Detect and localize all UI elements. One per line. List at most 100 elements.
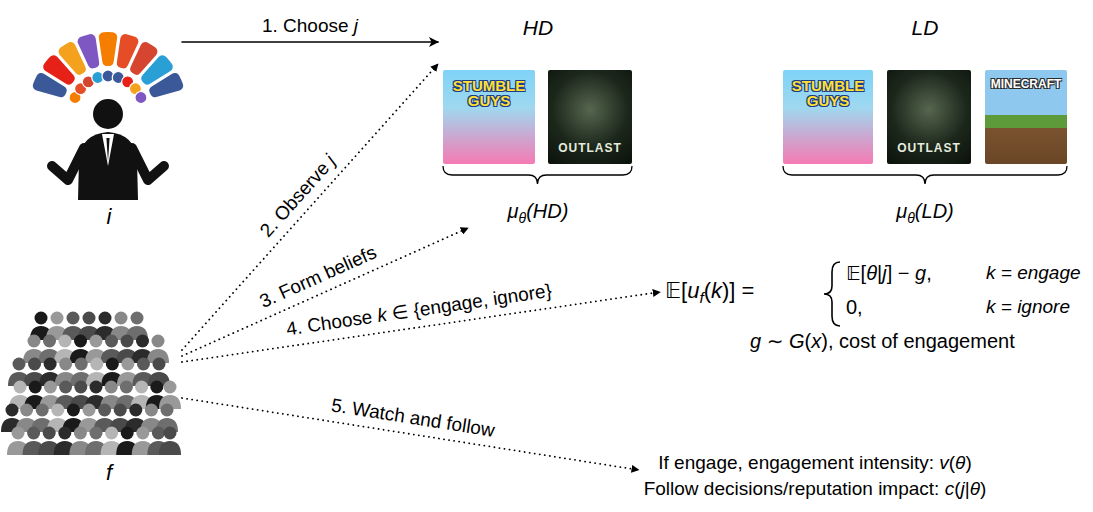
person-head [90,335,103,348]
text-run: (HD) [526,200,568,222]
node-text: 𝔼[θ|j] − g, [846,262,932,285]
text-run: ), cost of engagement [821,330,1014,352]
text-run: x [811,330,821,352]
person-head [164,381,177,394]
game-group: LD μθ(LD) STUMBLE GUYS OUTLAST MINECRAFT [780,12,1070,228]
step-label: 2. Observe j [254,149,343,244]
game-tile: MINECRAFT [985,70,1067,164]
person-head [135,381,148,394]
social-panel [149,73,183,97]
node-text: f [98,460,120,485]
text-run: ∈ {engage, ignore} [385,280,553,325]
node-text: i [98,204,120,229]
node-text: μθ(LD) [780,200,1070,226]
text-run: 1. Choose [262,15,354,36]
node-text: 𝔼[uf(k)] = [665,278,754,307]
game-tile: STUMBLE GUYS [443,70,535,164]
text-run: 0, [846,296,863,318]
person-head [83,312,96,325]
person-head [99,312,112,325]
person-head [105,335,118,348]
person-head [36,404,49,417]
text-run: ) [965,452,971,473]
text-run: ( [949,452,955,473]
text-run: μ [508,200,519,222]
person-head [152,427,165,440]
text-run: ) [980,478,986,499]
presenter-silhouette [52,99,164,200]
text-run: MINECRAFT [991,77,1062,91]
person-head [90,381,103,394]
node-text: 0, [846,296,863,319]
text-run: 3. Form beliefs [257,242,380,312]
node-text: MINECRAFT [985,78,1067,92]
person-head [58,427,71,440]
person-head [67,404,80,417]
text-run: ( [805,330,812,352]
text-run: If engage, engagement intensity: [658,452,939,473]
text-run: STUMBLE GUYS [453,77,526,109]
node-text: k = ignore [986,296,1070,318]
person-head [131,312,144,325]
person-head [75,358,88,371]
person-head [161,404,174,417]
person-head [90,427,103,440]
person-head [105,427,118,440]
person-head [120,381,133,394]
text-run: f [699,289,703,306]
person-head [74,335,87,348]
presenter-tie [106,138,109,162]
text-run: ∼ [761,330,789,352]
text-run: θ [970,478,980,499]
person-head [137,358,150,371]
game-tile: STUMBLE GUYS [783,70,873,164]
person-head [152,335,165,348]
text-run: j [882,262,886,284]
person-head [43,427,56,440]
person-head [67,312,80,325]
presenter-arm [132,148,164,180]
person-head [153,358,166,371]
text-run: OUTLAST [897,141,961,155]
group-title: LD [780,16,1070,40]
person-head [35,312,48,325]
person-head [28,358,41,371]
text-run: 2. Observe [256,154,337,241]
presenter-shirt [102,134,114,166]
person-head [164,427,177,440]
person-head [14,381,27,394]
person-head [136,427,149,440]
presenter-body [78,132,138,200]
person-head [59,381,72,394]
text-run: , [926,262,932,284]
node-text: Follow decisions/reputation impact: c(j|… [644,478,987,500]
dotted-arrow [182,228,468,356]
text-run: μ [896,200,907,222]
person-head [121,335,134,348]
text-run: j [961,478,965,499]
social-media-fan [33,32,183,103]
text-run: k [375,304,387,326]
text-run: f [106,460,112,485]
group-brace [443,166,632,184]
text-run: k = ignore [986,296,1070,317]
game-tile: OUTLAST [887,70,971,164]
text-run: ] − [887,262,915,284]
text-run: θ [907,210,915,226]
text-run: k [711,278,722,303]
social-panel [99,32,117,66]
person-head [129,404,142,417]
person-head [106,358,119,371]
dotted-arrow [182,64,438,350]
group-title: HD [438,16,638,40]
audience-node: f [0,296,182,496]
text-run: v [939,452,949,473]
person-head [28,335,41,348]
game-group: HDμθ(HD)STUMBLE GUYSOUTLAST [438,12,638,228]
person-head [150,381,163,394]
solid-arrow [182,41,438,43]
text-run: ( [954,478,960,499]
text-run: Follow decisions/reputation impact: [644,478,945,499]
text-run: θ [519,210,527,226]
